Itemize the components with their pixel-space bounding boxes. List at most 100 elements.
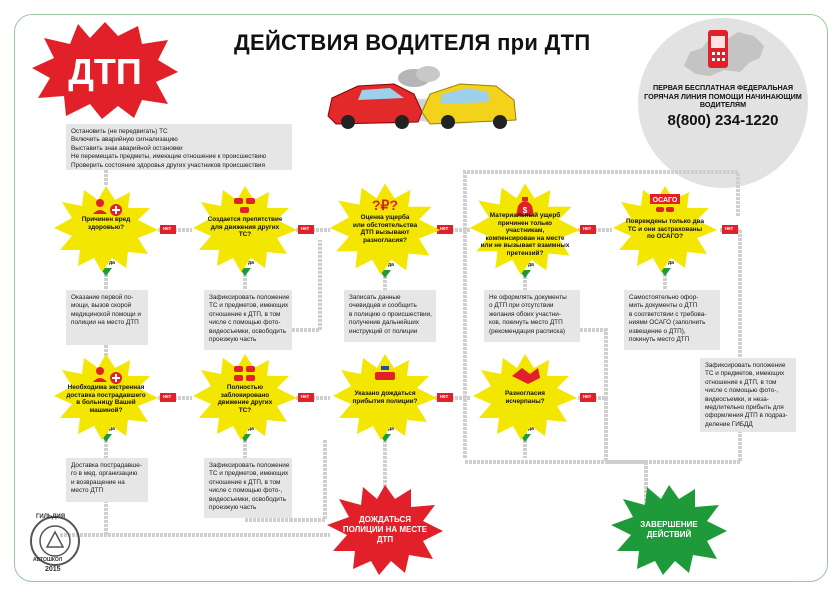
question-q2: Создается препятствие для движения други… xyxy=(203,216,287,239)
answer-line: в соответствии с требова- xyxy=(629,310,707,318)
question-line: ТС? xyxy=(238,406,252,414)
question-q1: Причинен вред здоровью? xyxy=(66,216,146,231)
question-line: Повреждены только два xyxy=(625,218,705,225)
answer-line: (рекомендация расписка) xyxy=(489,327,566,335)
question-line: прибытия полиции? xyxy=(352,397,418,405)
yes-label: да xyxy=(668,260,674,266)
question-q6: Необходима экстренная доставка пострадав… xyxy=(62,384,150,414)
answer-line: ТС и предметов, имеющих xyxy=(705,370,785,378)
no-label: нет xyxy=(301,394,310,400)
dtp-sign-burst xyxy=(32,22,178,119)
answer-line: ТС и предметов, имеющих xyxy=(209,470,289,478)
question-line: Полностью xyxy=(226,384,264,391)
question-line: причинен только участникам, xyxy=(497,219,553,235)
answer-line: го в мед. организацию xyxy=(71,470,138,478)
yes-label: да xyxy=(248,426,254,432)
yes-label: да xyxy=(109,260,115,266)
answer-line: проезжую часть xyxy=(209,336,257,344)
answer-line: числе с помощью фото- xyxy=(209,319,281,327)
first-step: Остановить (не передвигать) ТС xyxy=(71,128,168,135)
no-label: нет xyxy=(725,226,734,232)
question-line: или не вызывает взаимных xyxy=(480,242,570,250)
hotline-text-line: ПЕРВАЯ БЕСПЛАТНАЯ ФЕДЕРАЛЬНАЯ xyxy=(652,83,794,92)
answer-line: Записать данные xyxy=(349,294,401,301)
answer-a5: Самостоятельно офор- мить документы о ДТ… xyxy=(624,290,720,350)
answer-line: видеосъемки, освободить xyxy=(209,495,287,503)
answer-line: Не оформлять документы xyxy=(489,294,567,301)
answer-a3: Записать данные очевидцев и сообщить в п… xyxy=(344,290,436,342)
answer-line: мощи, вызов скорой xyxy=(71,302,132,310)
answer-line: желания обоих участни- xyxy=(489,310,561,318)
answer-line: деление ГИБДД xyxy=(705,420,753,428)
answer-line: Доставка пострадавше- xyxy=(71,462,142,469)
answer-line: оформления ДТП в подраз- xyxy=(705,412,788,420)
question-line: здоровью? xyxy=(87,223,125,231)
car-crash-illustration xyxy=(327,66,517,129)
question-line: по ОСАГО? xyxy=(647,233,683,241)
hotline-text: ПЕРВАЯ БЕСПЛАТНАЯ ФЕДЕРАЛЬНАЯ ГОРЯЧАЯ ЛИ… xyxy=(642,83,804,110)
hotline-text-line: ГОРЯЧАЯ ЛИНИЯ ПОМОЩИ НАЧИНАЮЩИМ xyxy=(644,91,802,101)
answer-line: числе с помощью фото-, xyxy=(705,387,779,395)
question-line: ДТП вызывают xyxy=(360,229,410,237)
answer-line: ТС и предметов, имеющих xyxy=(209,302,289,310)
question-line: Разногласия xyxy=(504,390,546,397)
question-line: Оценка ущерба xyxy=(360,214,410,221)
osago-icon: ОСАГО xyxy=(650,194,680,212)
answer-line: инструкций от полиции xyxy=(349,327,418,335)
answer-a2: Зафиксировать положение ТС и предметов, … xyxy=(204,290,292,350)
answer-line: о ДТП при отсутствии xyxy=(489,302,554,310)
question-line: претензий? xyxy=(506,249,544,257)
dtp-sign-text: ДТП xyxy=(68,51,142,92)
answer-line: полиции на место ДТП xyxy=(71,319,139,327)
wait-police-text: ДОЖДАТЬСЯ ПОЛИЦИИ НА МЕСТЕ ДТП xyxy=(335,515,435,545)
answer-line: очевидцев и сообщить xyxy=(349,302,417,310)
answer-line: мить документы о ДТП xyxy=(629,302,698,310)
completion-burst xyxy=(611,485,727,575)
answer-line: видеосъемки, и неза- xyxy=(705,395,769,403)
question-line: для движения других xyxy=(210,223,280,231)
question-line: ТС и они застрахованы xyxy=(627,225,703,233)
dispute-icon: ?₽? xyxy=(372,197,398,213)
page-title: ДЕЙСТВИЯ ВОДИТЕЛЯ при ДТП xyxy=(234,30,591,55)
answer-line: Оказание первой по- xyxy=(71,294,134,301)
answer-line: медицинской помощи и xyxy=(71,310,141,318)
guild-logo-text: ГИЛЬДИЯ xyxy=(36,514,66,520)
answer-line: извещение о ДТП), xyxy=(629,327,686,335)
answer-line: Зафиксировать положение xyxy=(209,462,290,469)
question-line: Создается препятствие xyxy=(207,216,283,223)
question-line: в больницу Вашей xyxy=(76,399,136,407)
answer-a4: Не оформлять документы о ДТП при отсутст… xyxy=(484,290,580,342)
no-label: нет xyxy=(440,226,449,232)
wait-police-burst xyxy=(327,485,443,575)
no-label: нет xyxy=(583,226,592,232)
answer-line: получение дальнейших xyxy=(349,319,419,327)
answer-line: в полицию о происшествии, xyxy=(349,310,432,318)
yes-label: да xyxy=(528,262,534,268)
question-q9: Разногласия исчерпаны? xyxy=(485,390,565,405)
question-line: разногласия? xyxy=(363,236,407,244)
answer-line: отношение к ДТП, в том xyxy=(209,478,281,486)
question-line: Материальный ущерб xyxy=(489,212,561,219)
question-line: машиной? xyxy=(89,406,123,414)
answer-a8: Зафиксировать положение ТС и предметов, … xyxy=(700,358,796,432)
first-step: Выставить знак аварийной остановки xyxy=(71,144,183,152)
answer-line: отношение к ДТП, в том xyxy=(209,310,281,318)
question-q8: Указано дождаться прибытия полиции? xyxy=(345,390,425,405)
health-icon xyxy=(93,199,122,216)
phone-icon xyxy=(708,30,728,68)
first-step: Включить аварийную сигнализацию xyxy=(71,136,178,144)
answer-a6: Доставка пострадавше- го в мед. организа… xyxy=(66,458,148,502)
money-bag-icon: $ xyxy=(516,197,534,216)
end-line: ПОЛИЦИИ НА МЕСТЕ xyxy=(342,525,428,534)
answer-line: Самостоятельно офор- xyxy=(629,294,699,301)
end-line: ДЕЙСТВИЙ xyxy=(646,530,692,539)
traffic-icon xyxy=(234,198,255,213)
question-line: доставка пострадавшего xyxy=(66,391,146,399)
question-q5: Повреждены только два ТС и они застрахов… xyxy=(621,218,709,241)
first-steps-box: Остановить (не передвигать) ТС Включить … xyxy=(66,124,292,170)
answer-line: отношение к ДТП, в том xyxy=(705,378,777,386)
blocked-traffic-icon xyxy=(234,366,255,381)
answer-line: Зафиксировать положение xyxy=(209,294,290,301)
